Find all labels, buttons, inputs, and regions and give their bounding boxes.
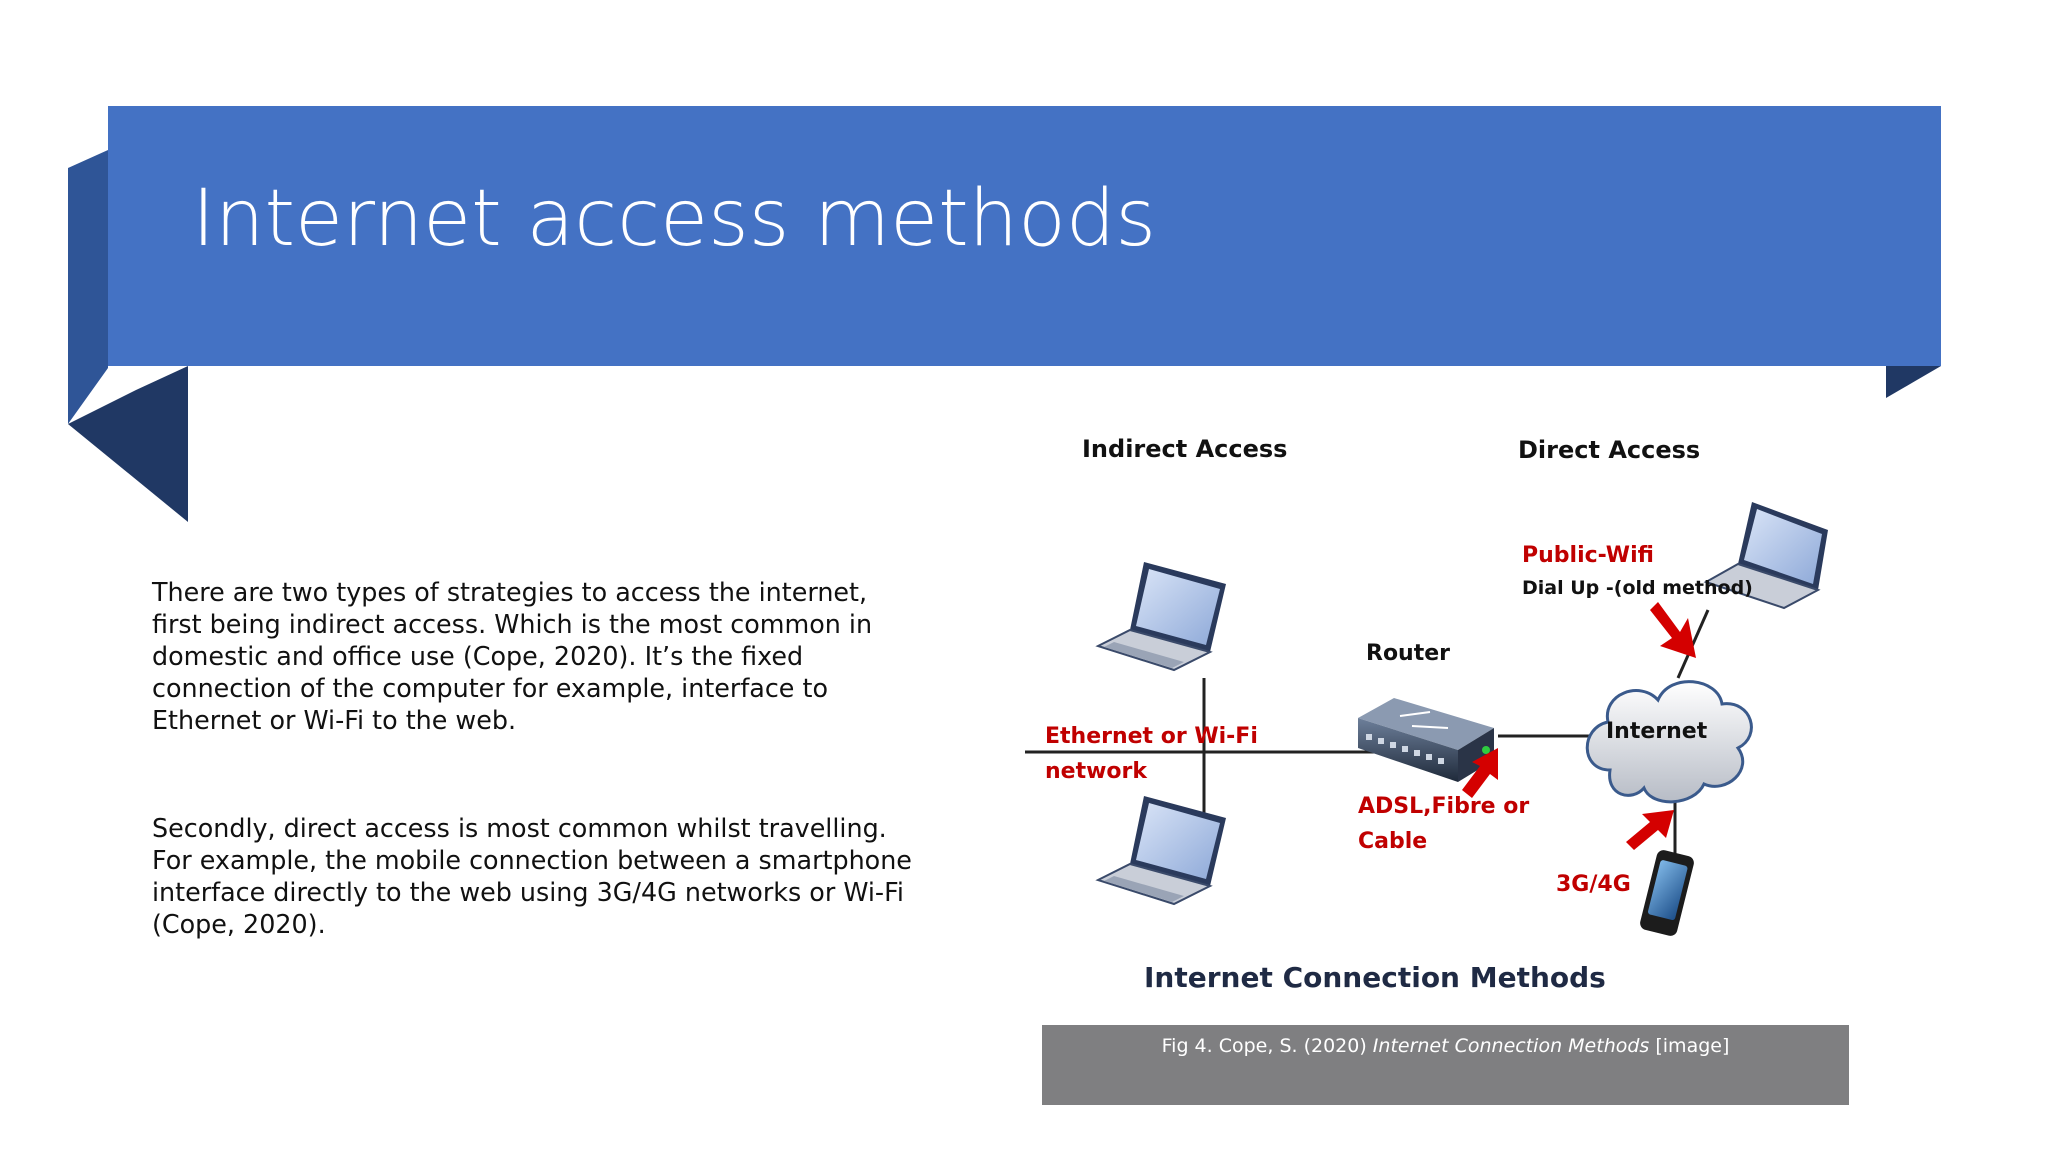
internet-cloud-icon [1585, 680, 1753, 804]
ribbon-tail-left [68, 366, 188, 522]
label-public-wifi: Public-Wifi [1522, 543, 1654, 568]
arrow-icon [1462, 748, 1498, 798]
laptop-icon [1703, 502, 1828, 610]
laptop-icon [1095, 796, 1226, 906]
label-cable: Cable [1358, 829, 1427, 854]
label-3g4g: 3G/4G [1556, 872, 1631, 897]
caption-prefix: Fig 4. Cope, S. (2020) [1161, 1035, 1373, 1057]
label-dial-up: Dial Up -(old method) [1522, 577, 1753, 599]
arrow-icon [1650, 602, 1696, 658]
figure-caption: Fig 4. Cope, S. (2020) Internet Connecti… [1042, 1025, 1849, 1105]
paragraph-indirect-access: There are two types of strategies to acc… [152, 577, 873, 735]
caption-suffix: [image] [1649, 1035, 1730, 1057]
heading-direct-access: Direct Access [1518, 436, 1700, 464]
paragraph-direct-access: Secondly, direct access is most common w… [152, 813, 912, 939]
slide-title: Internet access methods [192, 174, 1156, 264]
caption-title: Internet Connection Methods [1372, 1035, 1650, 1057]
smartphone-icon [1640, 850, 1694, 936]
network-diagram: Indirect Access Direct Access [1025, 435, 1828, 994]
diagram-caption-title: Internet Connection Methods [1144, 961, 1606, 994]
heading-indirect-access: Indirect Access [1082, 435, 1287, 463]
router-icon [1358, 698, 1494, 782]
label-router: Router [1366, 641, 1450, 666]
label-ethernet-wifi: Ethernet or Wi-Fi [1045, 724, 1258, 749]
body-text: There are two types of strategies to acc… [152, 576, 912, 940]
label-adsl-fibre: ADSL,Fibre or [1358, 794, 1529, 819]
label-internet: Internet [1606, 719, 1708, 744]
laptop-icon [1095, 562, 1226, 672]
ribbon-decoration [68, 150, 1941, 522]
ribbon-fold-left [68, 150, 108, 424]
title-banner [108, 106, 1941, 366]
ribbon-tail-right [1886, 366, 1941, 398]
internet-connection-figure: Indirect Access Direct Access [1010, 410, 1870, 1010]
label-network: network [1045, 759, 1148, 784]
arrow-icon [1626, 810, 1674, 850]
